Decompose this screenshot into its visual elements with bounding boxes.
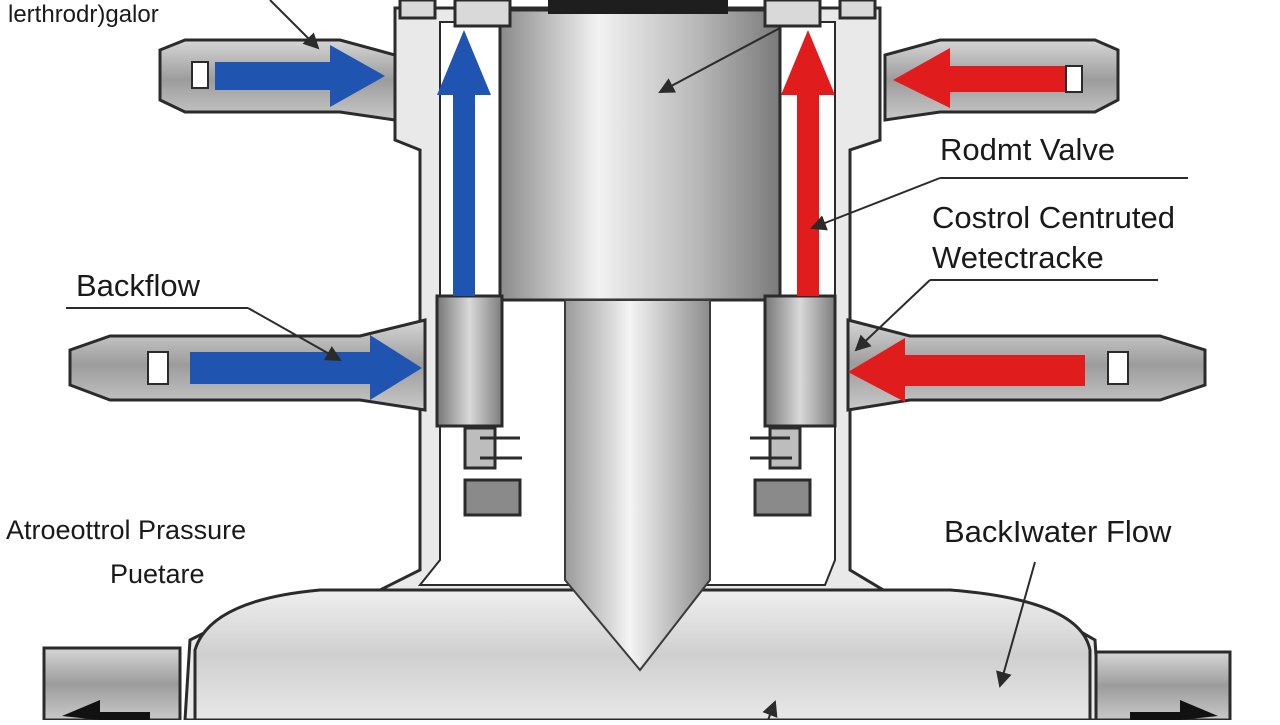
label-backwater: BackIwater Flow [944,514,1172,549]
red-arrow-riser [781,30,835,296]
label-top-left: lerthrodr)galor [8,1,159,28]
top-right-fitting [763,0,877,28]
right-bolt [750,426,812,517]
blue-arrow-lower-inlet [190,335,422,400]
blue-arrow-upper-inlet [215,45,385,107]
label-control-line1: Costrol Centruted [932,200,1175,235]
valve-stem [564,299,711,672]
piston-cap [548,0,728,14]
label-pressure-line2: Puetare [110,559,205,589]
upper-piston [498,8,782,302]
return-flow-arrows [781,30,1085,402]
label-reducer-valve: Rodmt Valve [940,132,1116,167]
top-left-fitting [398,0,512,28]
left-outlet-arrow [62,700,150,720]
red-arrow-upper-inlet [893,48,1065,108]
right-outlet-arrow [1130,700,1218,720]
leader-lines [66,0,1188,721]
label-pressure-line1: Atroeottrol Prassure [6,515,247,545]
blue-arrow-riser [437,30,491,296]
supply-flow-arrows [190,30,491,400]
right-sleeve [763,294,837,428]
left-outlet [42,646,182,722]
red-arrow-lower-inlet [848,338,1085,402]
left-sleeve [435,294,504,428]
left-bolt [463,426,522,517]
label-backflow: Backflow [76,268,201,303]
right-outlet [1094,650,1232,722]
label-control-line2: Wetectracke [932,240,1104,275]
